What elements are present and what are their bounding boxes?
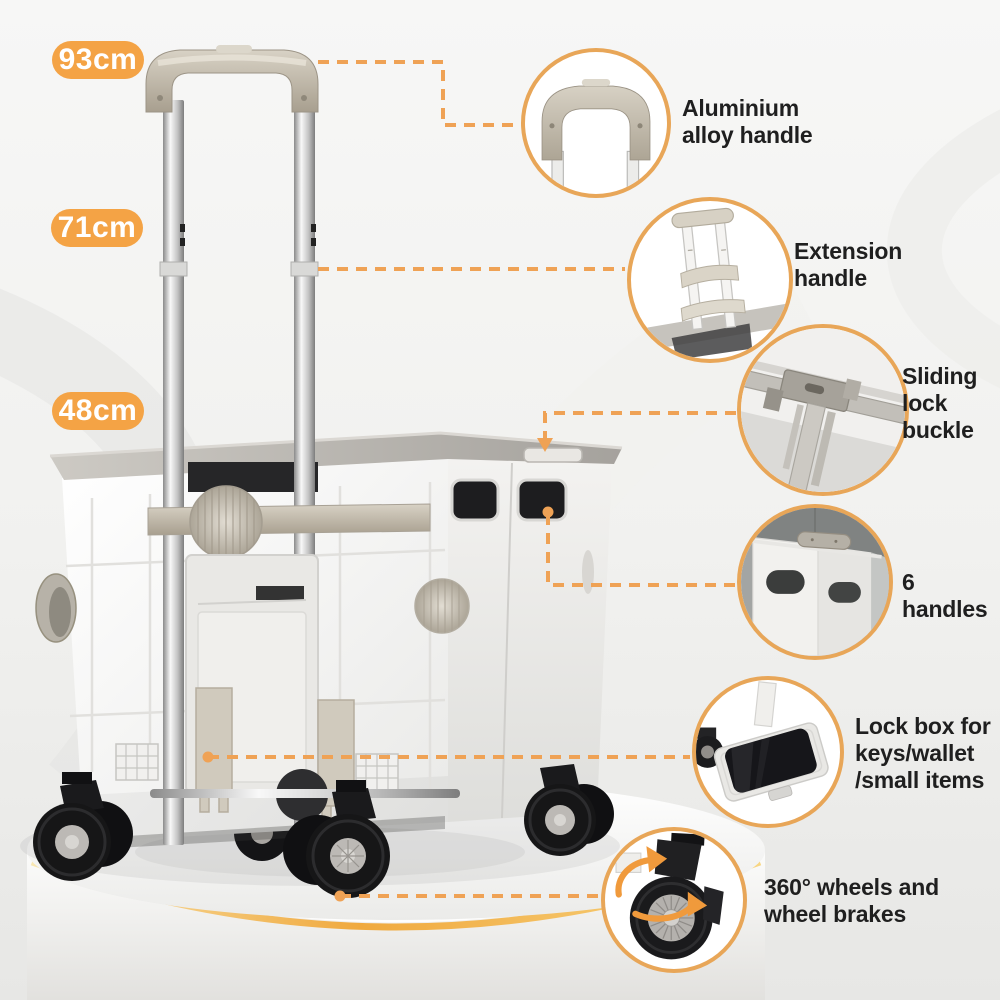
caster-wheel-left bbox=[33, 772, 133, 881]
lid-sliding-buckle bbox=[523, 447, 583, 463]
dot-lock-box bbox=[202, 751, 214, 763]
detail-photo-aluminium-handle bbox=[521, 48, 671, 198]
dot-wheels bbox=[334, 890, 346, 902]
measurement-badge-93cm: 93cm bbox=[52, 41, 144, 79]
arrow-down-sliding-lock bbox=[537, 438, 553, 452]
detail-photo-6-handles bbox=[737, 504, 893, 660]
folding-knob bbox=[189, 485, 263, 559]
left-side-knob bbox=[35, 573, 77, 643]
brake-lever bbox=[702, 886, 724, 925]
feature-label-aluminium-alloy-handle: Aluminium alloy handle bbox=[682, 95, 813, 148]
right-face-knob bbox=[414, 578, 470, 634]
detail-photo-lock-box bbox=[692, 676, 844, 828]
caster-wheel-right bbox=[524, 764, 614, 856]
connector-6-handles bbox=[546, 514, 735, 587]
detail-photo-sliding-lock-buckle bbox=[737, 324, 909, 496]
feature-label-extension-handle: Extension handle bbox=[794, 238, 903, 291]
crate-right-face bbox=[448, 459, 612, 822]
caster-wheels bbox=[33, 764, 614, 898]
caster-wheel-front bbox=[283, 780, 390, 898]
detail-photo-360-wheel bbox=[601, 827, 747, 973]
measurement-badge-48cm: 48cm bbox=[52, 392, 144, 430]
handle-cutout-1 bbox=[450, 478, 500, 522]
handle-cutout-2 bbox=[516, 478, 568, 522]
telescopic-trolley-frame bbox=[115, 45, 460, 845]
feature-label-wheels-brakes: 360° wheels and wheel brakes bbox=[764, 874, 939, 927]
connector-sliding-lock bbox=[543, 411, 736, 438]
phone-in-lock-box bbox=[725, 728, 817, 793]
feature-label-sliding-lock-buckle: Sliding lock buckle bbox=[902, 363, 978, 443]
detail-photo-extension-handle bbox=[627, 197, 793, 363]
feature-label-six-handles: 6 handles bbox=[902, 569, 988, 622]
connector-93cm bbox=[318, 60, 519, 127]
feature-label-lock-box: Lock box for keys/wallet /small items bbox=[855, 713, 991, 793]
left-pole bbox=[163, 100, 184, 845]
measurement-badge-71cm: 71cm bbox=[51, 209, 143, 247]
aluminium-alloy-handle-part bbox=[145, 45, 319, 113]
dot-6-handles bbox=[542, 506, 554, 518]
